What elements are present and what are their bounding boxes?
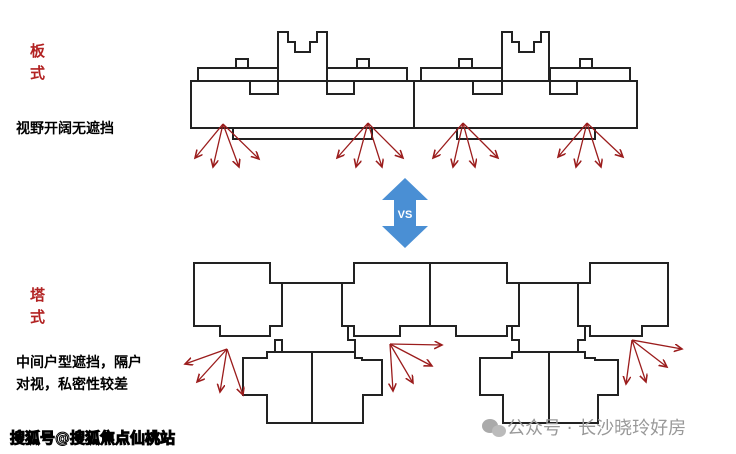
vs-label: VS: [398, 209, 413, 221]
tower-title-line1: 塔: [30, 286, 46, 304]
slab-title: 板式: [30, 40, 45, 84]
tower-description: 中间户型遮挡，隔户对视，私密性较差: [16, 352, 142, 396]
view-arrows: [185, 122, 682, 395]
watermark-left: 搜狐号@搜狐焦点仙桃站: [9, 429, 176, 448]
tower-description-line2: 对视，私密性较差: [16, 377, 128, 393]
slab-building: [190, 31, 638, 140]
tower-description-line1: 中间户型遮挡，隔户: [16, 355, 142, 371]
wechat-icon: [482, 419, 506, 437]
slab-description: 视野开阔无遮挡: [16, 121, 114, 137]
slab-title-line1: 板: [30, 42, 46, 60]
tower-title-line2: 式: [30, 308, 46, 326]
watermark-right: 公众号 · 长沙晓玲好房: [507, 418, 687, 439]
vs-double-arrow-icon: [382, 178, 428, 248]
tower-title: 塔式: [30, 284, 45, 328]
tower-building: [193, 262, 669, 424]
slab-title-line2: 式: [30, 64, 46, 82]
